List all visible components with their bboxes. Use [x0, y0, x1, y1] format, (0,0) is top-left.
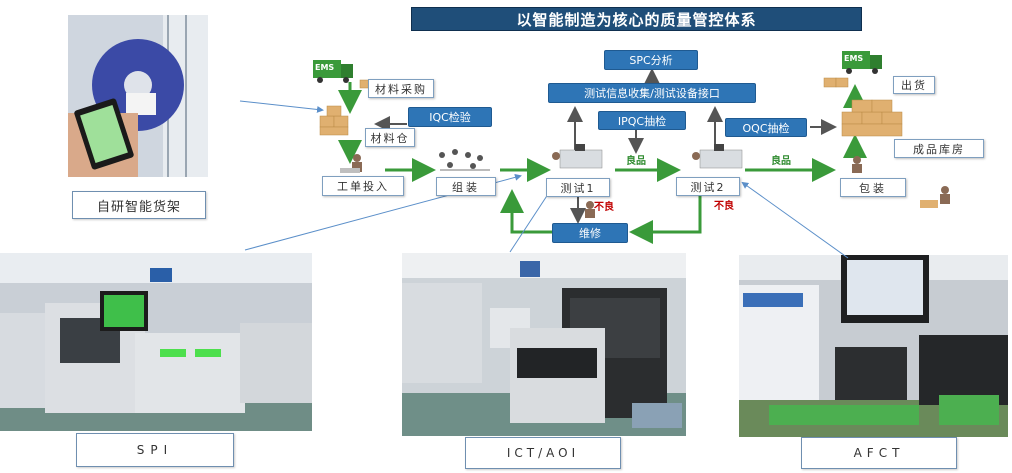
work-order-box: 工单投入: [322, 176, 404, 196]
truck-label-left: EMS: [315, 63, 335, 72]
repair-box: 维修: [552, 223, 628, 243]
oqc-box: OQC抽检: [725, 118, 807, 137]
packing-box: 包装: [840, 178, 906, 197]
page-title: 以智能制造为核心的质量管控体系: [411, 7, 862, 31]
test2-box: 测试2: [676, 177, 740, 196]
repair-worker-icon: [585, 201, 595, 218]
truck-label-right: EMS: [844, 54, 864, 63]
finished-warehouse-box: 成品库房: [894, 139, 984, 158]
ipqc-box: IPQC抽检: [598, 111, 686, 130]
afct-photo: [739, 255, 1008, 437]
spi-photo: [0, 253, 312, 431]
test-station-icon-1: [552, 144, 603, 169]
good-label-1: 良品: [626, 156, 646, 167]
truck-icon-left: [313, 60, 353, 83]
smart-shelf-photo: [68, 15, 208, 177]
green-flow: [338, 82, 867, 244]
material-warehouse-box: 材料仓: [365, 128, 415, 147]
iqc-box: IQC检验: [408, 107, 492, 127]
caption-smart-shelf: 自研智能货架: [72, 191, 206, 219]
worker-icon-work-order: [340, 154, 362, 173]
boxes-icon-finished: [841, 99, 903, 137]
caption-afct: AFCT: [801, 437, 957, 469]
bad-label-1: 不良: [594, 202, 614, 213]
assembly-robot-icon: [439, 149, 490, 171]
info-collect-box: 测试信息收集/测试设备接口: [548, 83, 756, 103]
info-arrows: [374, 68, 837, 224]
boxes-icon-ship: [823, 77, 849, 88]
material-purchase-box: 材料采购: [368, 79, 434, 98]
spc-analysis-box: SPC分析: [604, 50, 698, 70]
truck-icon-right: [842, 51, 882, 74]
good-label-2: 良品: [771, 156, 791, 167]
test-station-icon-2: [692, 144, 743, 169]
boxes-icon-warehouse: [319, 105, 349, 136]
test1-box: 测试1: [546, 178, 610, 197]
ship-box: 出货: [893, 76, 935, 94]
caption-ict-aoi: ICT/AOI: [465, 437, 621, 469]
caption-spi: SPI: [76, 433, 234, 467]
packing-worker-icon: [852, 156, 950, 208]
assembly-box: 组装: [436, 177, 496, 196]
bad-label-2: 不良: [714, 201, 734, 212]
ict-aoi-photo: [402, 253, 686, 436]
